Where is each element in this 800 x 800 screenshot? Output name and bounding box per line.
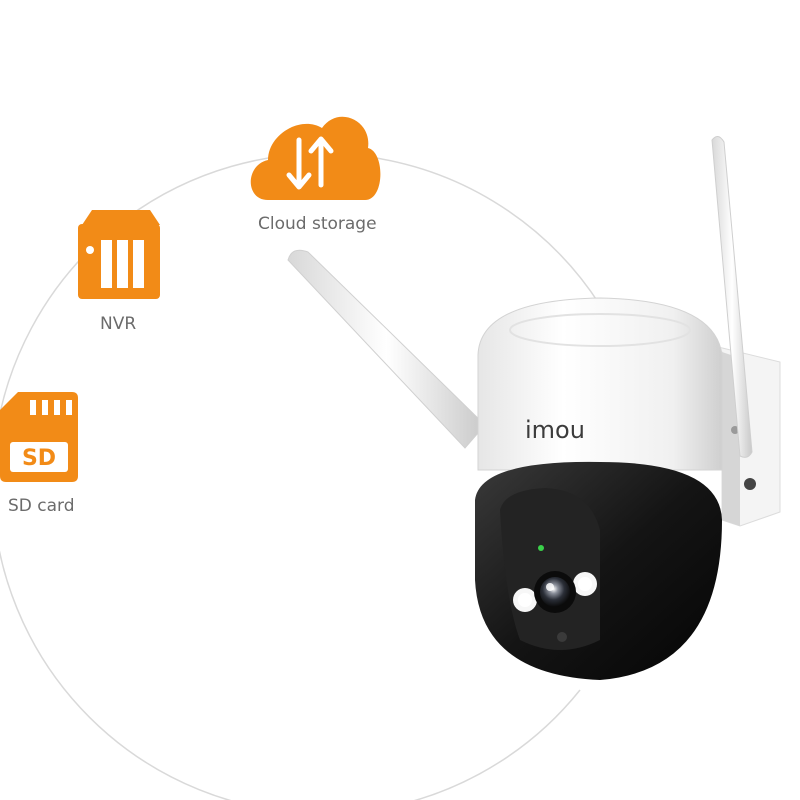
sd-card-badge-text: SD	[22, 446, 56, 471]
nvr-label: NVR	[100, 314, 137, 334]
brand-logo: imou	[525, 416, 585, 444]
cloud-storage-label: Cloud storage	[258, 214, 377, 234]
sd-card-label: SD card	[8, 496, 75, 516]
nvr-recorder-icon	[78, 210, 160, 299]
sd-card-icon: SD	[0, 392, 78, 482]
cloud-upload-download-icon	[250, 116, 381, 200]
security-camera: imou	[287, 136, 781, 680]
connection-arc	[0, 152, 601, 800]
right-antenna	[711, 136, 753, 458]
left-antenna	[287, 249, 486, 449]
